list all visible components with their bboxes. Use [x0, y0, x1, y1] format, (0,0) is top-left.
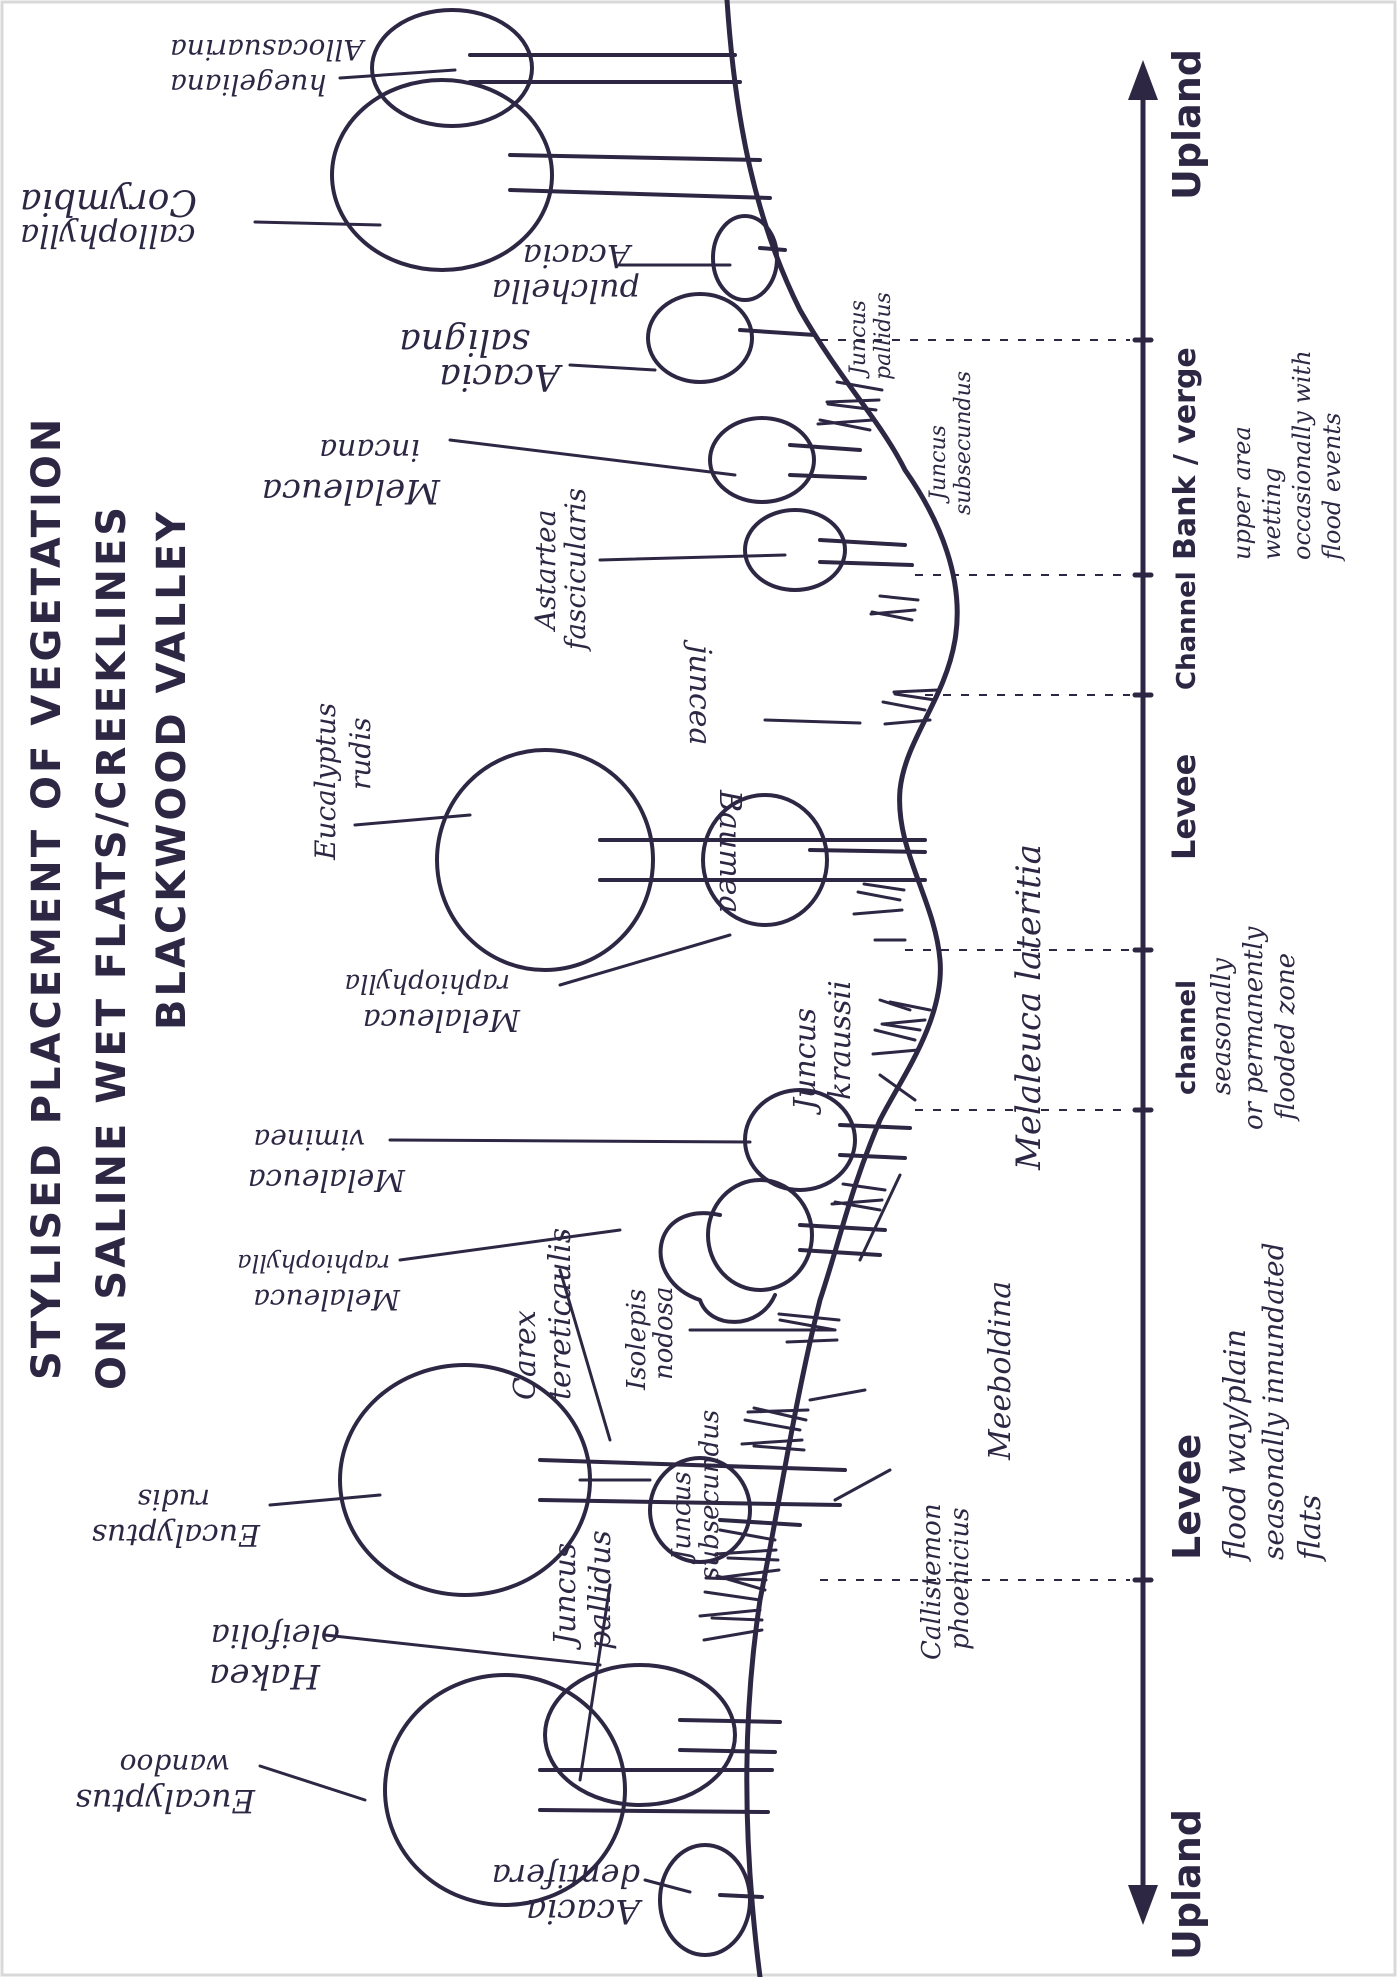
tree-melaleuca-raphiophylla-1	[708, 1180, 812, 1290]
tree-hakea	[545, 1665, 735, 1805]
label-carex-1: Carex	[508, 1310, 543, 1400]
label-meeboldina: Meeboldina	[983, 1281, 1018, 1461]
label-acacia-dentifera-1: Acacia	[526, 1891, 643, 1931]
title-line-3: BLACKWOOD VALLEY	[149, 509, 195, 1030]
label-eucalyptus-rudis-1-2: rudis	[137, 1483, 210, 1516]
label-juncus-subsecundus-2-1: Juncus	[926, 425, 951, 504]
label-melaleuca-lateritia: Melaleuca lateritia	[1009, 844, 1049, 1171]
label-astartea-1: Astartea	[529, 510, 562, 633]
label-juncus-subsecundus-1-1: Juncus	[667, 1471, 697, 1565]
zone-notes: flood way/plain seasonally innundated fl…	[1207, 350, 1346, 1562]
zone-label-channel-1: channel	[1172, 980, 1202, 1095]
zone-label-channel-2: Channel	[1172, 571, 1202, 690]
label-melaleuca-incana-1: Melaleuca	[262, 471, 441, 511]
label-eucalyptus-wandoo-1: Eucalyptus	[75, 1782, 256, 1820]
label-baumea-1: Baumea	[712, 789, 747, 913]
note-levee-1-line-3: flats	[1293, 1495, 1328, 1562]
title-line-1: STYLISED PLACEMENT OF VEGETATION	[24, 416, 70, 1380]
label-melaleuca-viminea-2: viminea	[253, 1123, 365, 1156]
tree-eucalyptus-rudis-2	[437, 750, 653, 970]
label-juncus-pallidus-2-1: Juncus	[846, 300, 871, 379]
label-juncus-subsecundus-2-2: subsecundus	[951, 371, 976, 515]
label-acacia-saligna-2: saligna	[399, 321, 530, 362]
note-channel-1-line-1: seasonally	[1207, 958, 1237, 1095]
tree-allocasuarina	[372, 10, 532, 126]
tree-acacia-dentifera	[660, 1845, 750, 1955]
label-eucalyptus-wandoo-2: wandoo	[120, 1748, 230, 1781]
label-carex-2: tereticaulis	[543, 1228, 578, 1400]
zone-label-upland-right: Upland	[1165, 49, 1209, 200]
tree-astartea	[745, 510, 845, 590]
note-bank-line-4: flood events	[1318, 413, 1346, 562]
label-acacia-dentifera-2: dentifera	[492, 1857, 640, 1895]
label-melaleuca-raphiophylla-1-2: raphiophylla	[237, 1249, 390, 1277]
zone-label-upland-left: Upland	[1165, 1809, 1209, 1960]
note-levee-1-line-1: flood way/plain	[1218, 1329, 1253, 1562]
label-allocasuarina-2: huegeliana	[170, 68, 326, 101]
label-isolepis-2: nodosa	[649, 1286, 679, 1380]
note-bank-line-2: wetting	[1258, 467, 1286, 560]
label-eucalyptus-rudis-2-1: Eucalyptus	[309, 703, 342, 861]
note-levee-1-line-2: seasonally innundated	[1257, 1242, 1290, 1560]
title-line-2: ON SALINE WET FLATS/CREEKLINES	[89, 504, 135, 1390]
label-allocasuarina-1: Allocasuarina	[170, 33, 367, 66]
arrow-down-icon	[1128, 1885, 1158, 1925]
note-channel-1-line-3: flooded zone	[1271, 953, 1301, 1122]
zone-label-levee-1: Levee	[1165, 1434, 1209, 1560]
label-eucalyptus-rudis-1-1: Eucalyptus	[92, 1517, 261, 1552]
label-callistemon-1: Callistemon	[917, 1503, 947, 1660]
label-juncus-pallidus-1-1: Juncus	[548, 1543, 583, 1651]
zone-labels: Upland Levee channel Levee Channel Bank …	[1165, 49, 1209, 1960]
label-melaleuca-raphiophylla-2-2: raphiophylla	[345, 968, 511, 998]
label-melaleuca-raphiophylla-1-1: Melaleuca	[253, 1283, 401, 1316]
label-hakea-1: Hakea	[209, 1656, 321, 1696]
zone-label-bank: Bank / verge	[1168, 347, 1203, 560]
label-astartea-2: fascicularis	[559, 488, 592, 652]
label-acacia-pulchella-2: pulchella	[492, 272, 640, 310]
label-juncus-kraussii-2: kraussii	[823, 980, 858, 1100]
arrow-up-icon	[1128, 60, 1158, 100]
label-juncus-subsecundus-1-2: subsecundus	[695, 1410, 725, 1580]
tree-corymbia	[332, 80, 552, 270]
label-eucalyptus-rudis-2-2: rudis	[344, 717, 377, 790]
tree-acacia-saligna	[648, 294, 752, 382]
zone-label-levee-2: Levee	[1165, 754, 1203, 860]
label-corymbia-1: Corymbia	[20, 181, 197, 222]
label-juncus-pallidus-2-2: pallidus	[871, 292, 896, 380]
label-melaleuca-raphiophylla-2-1: Melaleuca	[363, 1002, 521, 1037]
label-juncus-pallidus-1-2: pallidus	[583, 1530, 618, 1650]
note-bank-line-3: occasionally with	[1288, 350, 1316, 560]
label-isolepis-1: Isolepis	[622, 1289, 652, 1391]
label-melaleuca-incana-2: incana	[319, 432, 420, 467]
note-bank-line-1: upper area	[1228, 426, 1256, 560]
label-baumea-2: juncea	[682, 639, 717, 745]
label-hakea-2: oleifolia	[211, 1617, 340, 1655]
tree-acacia-pulchella	[713, 216, 777, 300]
tree-melaleuca-incana	[710, 418, 814, 502]
note-channel-1-line-2: or permanently	[1239, 926, 1269, 1130]
label-callistemon-2: phoenicius	[945, 1508, 975, 1650]
label-acacia-pulchella-1: Acacia	[523, 237, 633, 275]
diagram-title: STYLISED PLACEMENT OF VEGETATION ON SALI…	[24, 416, 195, 1390]
label-corymbia-2: callophylla	[20, 217, 195, 255]
label-juncus-kraussii-1: Juncus	[788, 1008, 823, 1116]
label-melaleuca-viminea-1: Melaleuca	[248, 1162, 406, 1197]
